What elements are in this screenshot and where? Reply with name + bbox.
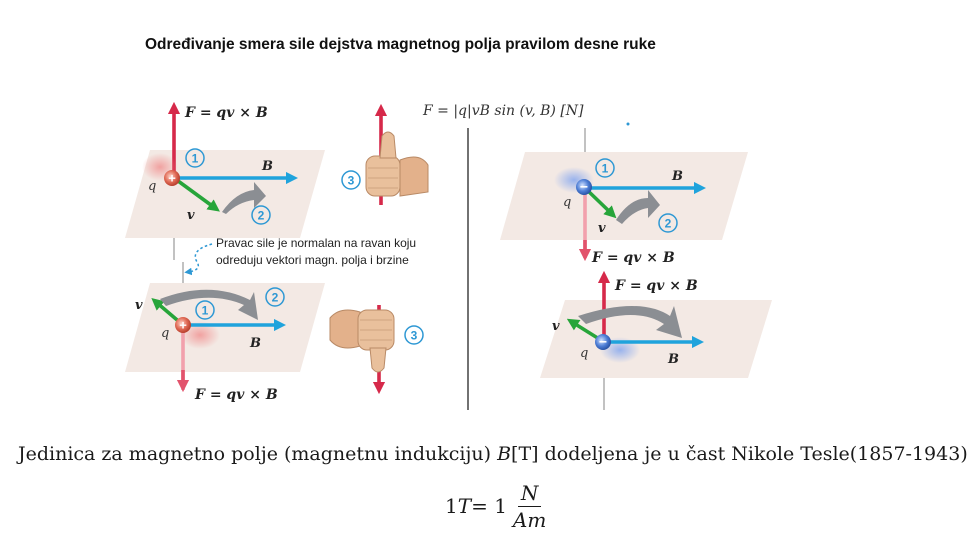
- formula-denominator: Am: [512, 507, 547, 532]
- field-label: B: [667, 352, 679, 367]
- decor-dot: [626, 122, 630, 126]
- step-2-number: 2: [272, 291, 279, 305]
- velocity-label: v: [598, 221, 606, 236]
- step-3-number: 3: [411, 329, 418, 343]
- slide-title: Određivanje smera sile dejstva magnetnog…: [145, 36, 656, 53]
- formula-equals: = 1: [471, 494, 507, 518]
- force-equation-label: F = qv × B: [614, 278, 698, 294]
- negative-charge: [595, 334, 611, 350]
- palm: [329, 309, 361, 349]
- field-label: B: [249, 336, 261, 351]
- step-2-badge: [658, 213, 678, 233]
- positive-charge: [175, 317, 191, 333]
- panel-negative-force-down: F = qv × B B v − q 1 2: [500, 128, 748, 266]
- rotation-arrow: [616, 190, 660, 224]
- thumb: [369, 347, 387, 373]
- fist: [365, 155, 401, 197]
- step-2-badge: [251, 205, 271, 225]
- step-1-number: 1: [602, 162, 609, 176]
- field-label: B: [261, 159, 273, 174]
- footer-text-after: dodeljena je u čast Nikole Tesle(1857-19…: [538, 443, 968, 465]
- formula-numerator: N: [517, 481, 542, 507]
- charge-sign: +: [179, 318, 187, 333]
- force-equation-label: F = qv × B: [591, 250, 675, 266]
- charge-label: q: [148, 179, 156, 194]
- negative-charge: [576, 179, 592, 195]
- thumbs-down-hand-icon: 3: [329, 305, 424, 395]
- formula-fraction: N Am: [510, 481, 549, 532]
- positive-charge: [164, 170, 180, 186]
- step-3-number: 3: [348, 174, 355, 188]
- step-2-number: 2: [258, 209, 265, 223]
- footer-text-before: Jedinica za magnetno polje (magnetnu ind…: [18, 443, 498, 465]
- step-2-badge: [265, 287, 285, 307]
- velocity-label: v: [552, 319, 560, 334]
- formula-lhs-number: 1: [445, 494, 458, 518]
- thumbs-up-hand-icon: 3: [341, 103, 429, 205]
- tesla-unit-sentence: Jedinica za magnetno polje (magnetnu ind…: [18, 443, 968, 465]
- step-3-badge: [404, 325, 424, 345]
- rotation-arrow: [222, 182, 266, 214]
- step-3-badge: [341, 170, 361, 190]
- note-line-2: odreduju vektori magn. polja i brzine: [216, 253, 409, 267]
- step-1-badge: [595, 158, 615, 178]
- rotation-arrow: [160, 289, 258, 320]
- panel-positive-force-up: F = qv × B B v + q 1 2: [125, 101, 325, 260]
- force-formula: F = |q|vB sin (v, B) [N]: [422, 103, 584, 119]
- thumb: [379, 131, 397, 159]
- velocity-label: v: [187, 208, 195, 223]
- note-pointer: [184, 243, 213, 276]
- charge-label: q: [563, 195, 571, 210]
- step-1-number: 1: [192, 152, 199, 166]
- rotation-arrow: [578, 306, 682, 338]
- step-2-number: 2: [665, 217, 672, 231]
- note-line-1: Pravac sile je normalan na ravan koju: [216, 236, 416, 250]
- footer-symbol: B: [497, 443, 512, 465]
- panel-negative-force-up: F = qv × B B v − q: [540, 270, 772, 410]
- velocity-arrow: [172, 176, 220, 212]
- step-1-badge: [195, 300, 215, 320]
- palm: [399, 156, 429, 197]
- step-1-number: 1: [202, 304, 209, 318]
- force-equation-label: F = qv × B: [184, 105, 268, 121]
- charge-sign: −: [599, 334, 607, 350]
- plane: [500, 152, 748, 240]
- charge-sign: +: [168, 171, 176, 186]
- footer-unit: [T]: [511, 443, 539, 465]
- panel-positive-force-down: F = qv × B B v + q 1 2: [125, 262, 325, 403]
- field-label: B: [671, 169, 683, 184]
- charge-sign: −: [580, 179, 588, 195]
- step-1-badge: [185, 148, 205, 168]
- charge-label: q: [580, 346, 588, 361]
- force-equation-label: F = qv × B: [194, 387, 278, 403]
- velocity-label: v: [135, 298, 143, 313]
- charge-label: q: [161, 326, 169, 341]
- formula-lhs-unit: T: [457, 494, 472, 518]
